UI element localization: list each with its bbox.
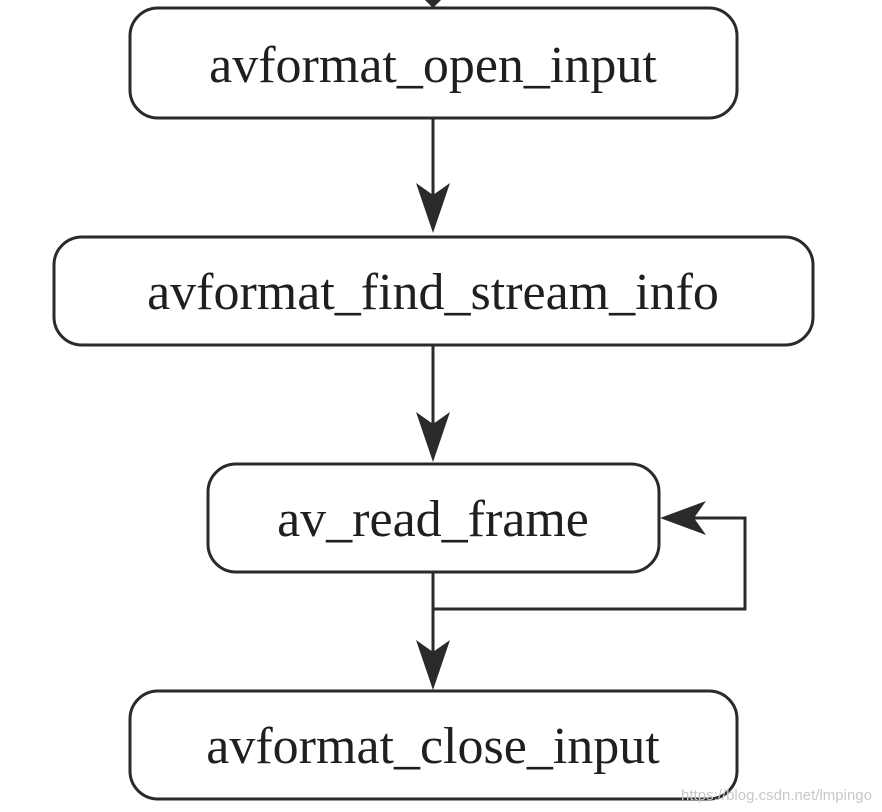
arrowhead-down [416,183,450,233]
edge-read-to-close [416,609,450,690]
node-find-stream-info: avformat_find_stream_info [52,235,815,347]
watermark-text: https://blog.csdn.net/lmpingo [681,787,872,804]
node-read-frame: av_read_frame [206,462,661,574]
node-open-input: avformat_open_input [128,6,739,120]
node-read-frame-label: av_read_frame [277,491,589,548]
node-open-input-label: avformat_open_input [209,37,657,94]
edge-read-frame-loop [431,501,747,611]
arrowhead-down [416,412,450,462]
edge-open-to-find [416,118,450,233]
arrowhead-down [416,640,450,690]
node-close-input-label: avformat_close_input [206,718,660,775]
node-find-stream-info-label: avformat_find_stream_info [147,264,719,321]
edge-find-to-read [416,345,450,462]
arrowhead-left [660,501,706,535]
node-close-input: avformat_close_input [128,689,739,801]
